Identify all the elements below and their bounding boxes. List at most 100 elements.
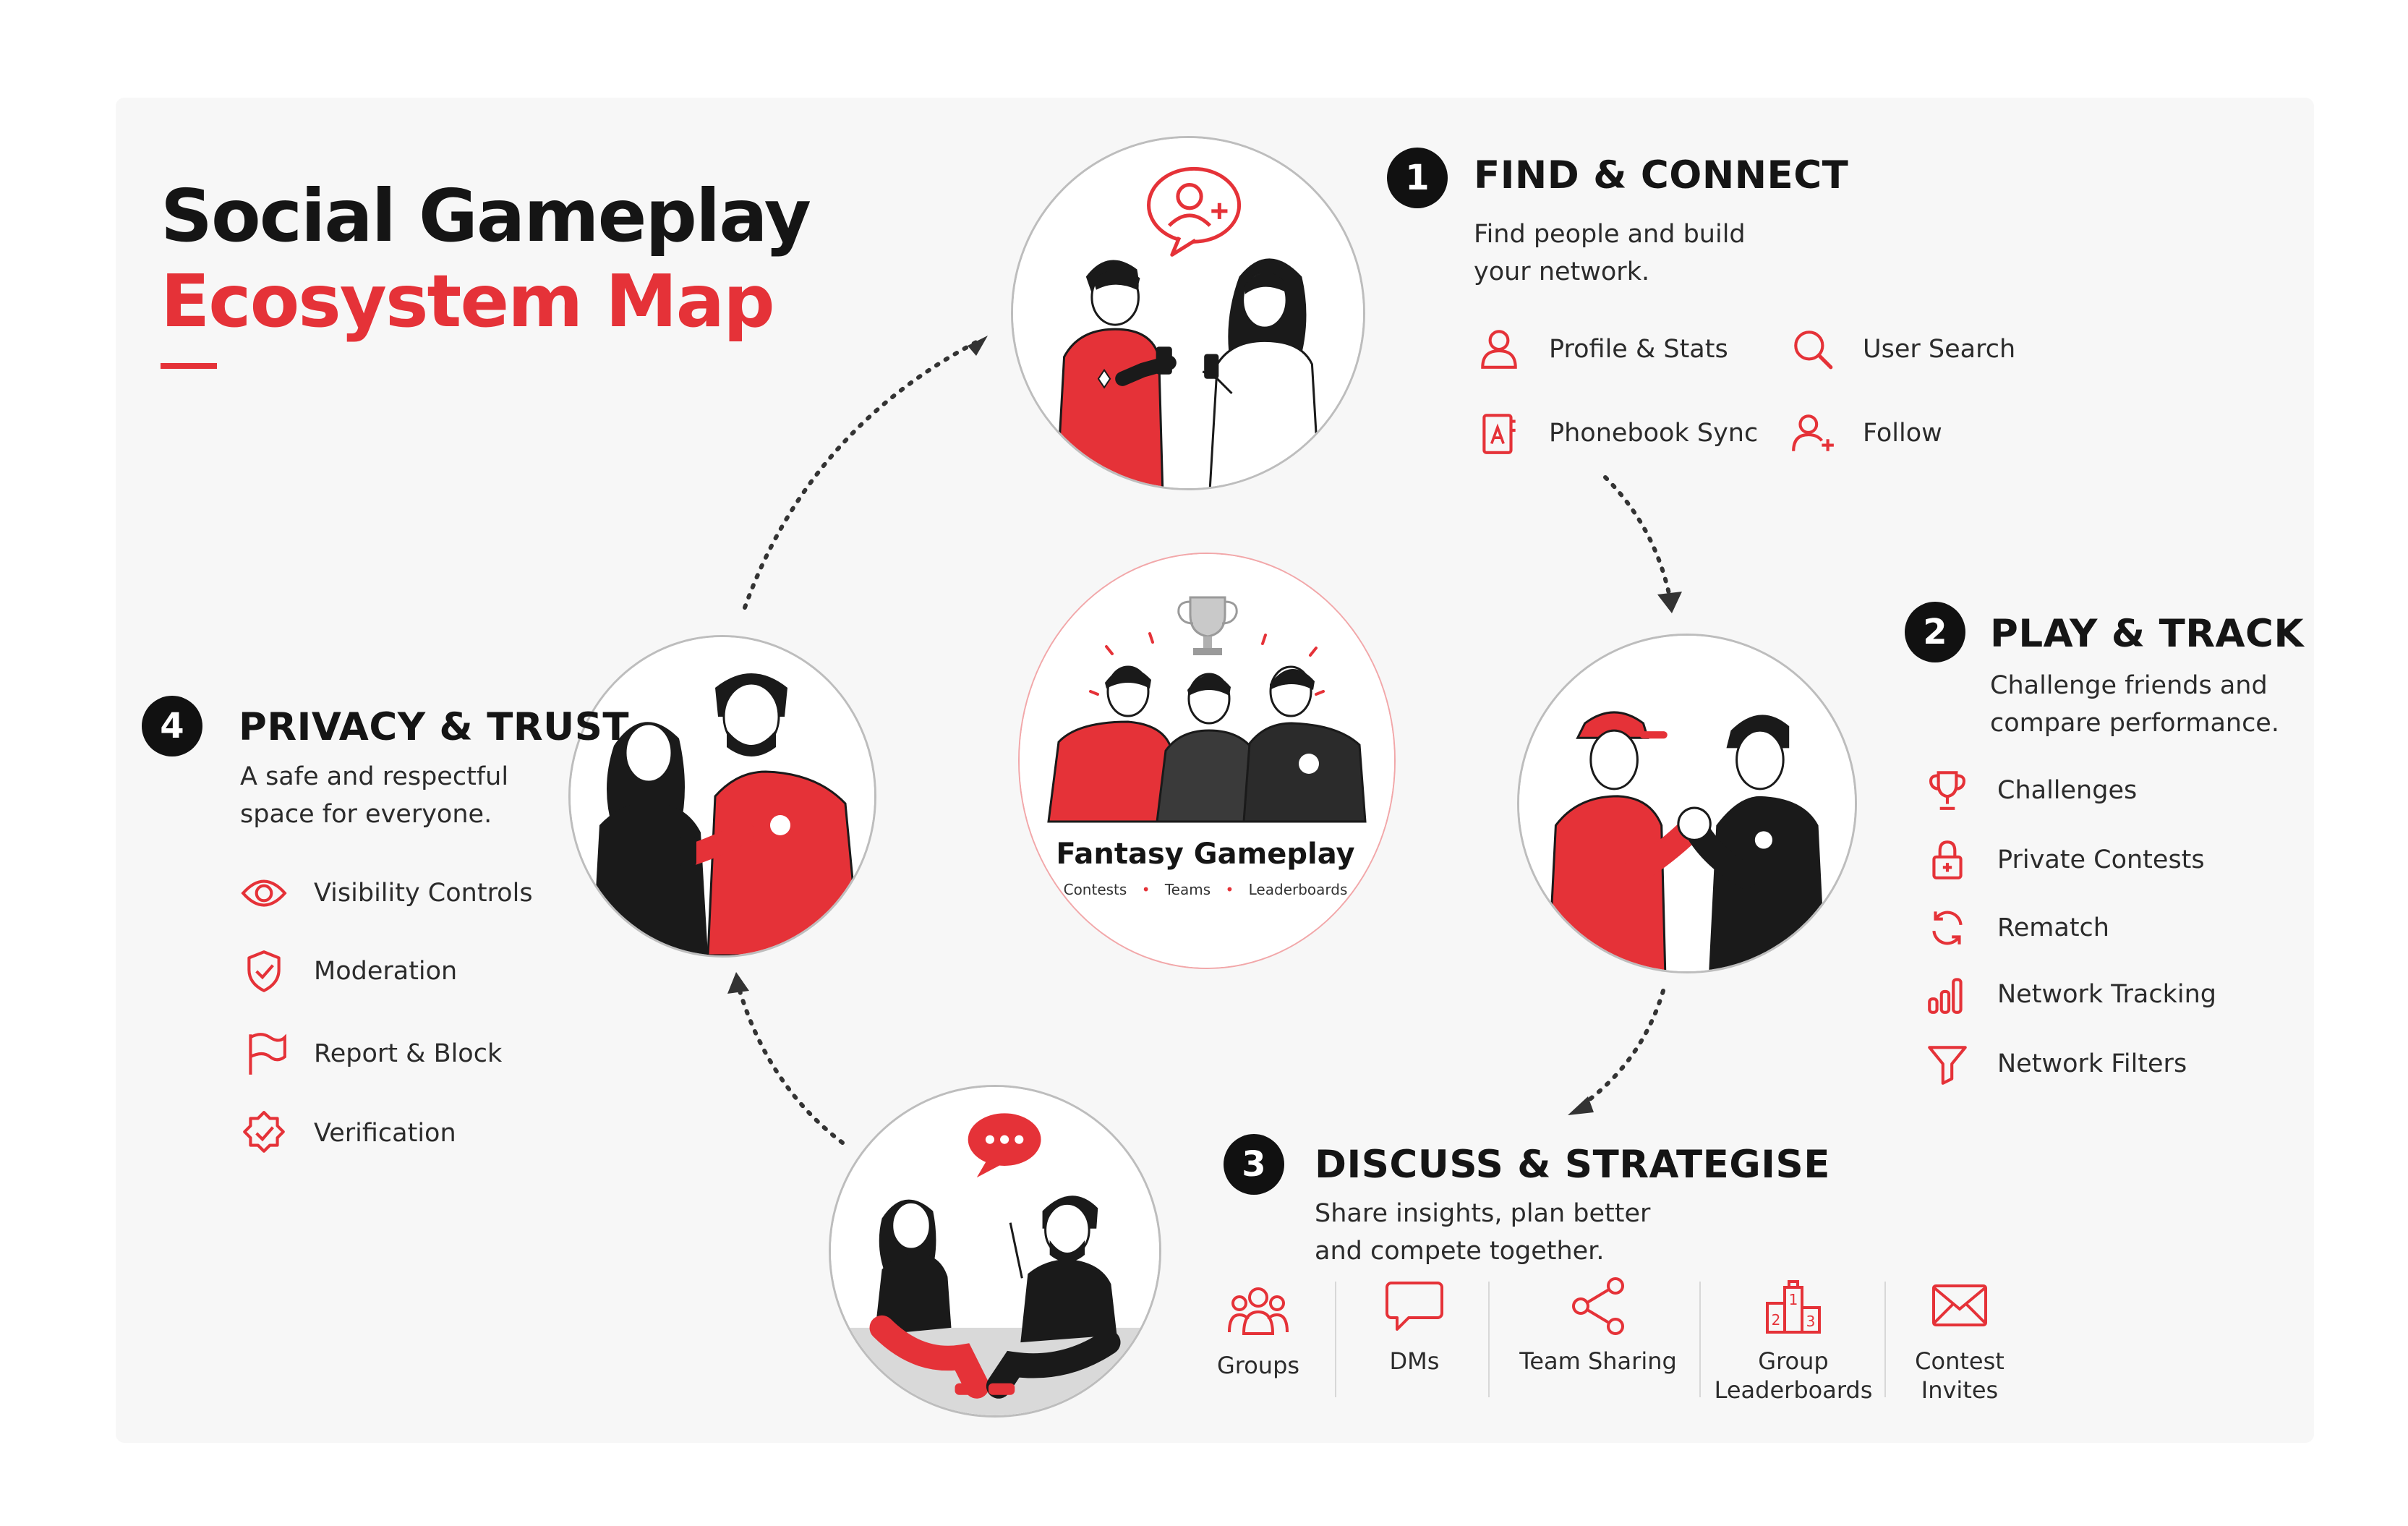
feature-label: Network Tracking — [1997, 980, 2216, 1009]
illustration-play-track — [1517, 634, 1857, 973]
title-line-1: Social Gameplay — [161, 174, 811, 258]
trophy-icon — [1924, 767, 1971, 814]
section-4-desc-line-2: space for everyone. — [240, 800, 492, 829]
section-3-description: Share insights, plan better and compete … — [1315, 1195, 1650, 1270]
player-middle — [1156, 673, 1263, 823]
filter-icon — [1924, 1040, 1971, 1088]
feature-dms[interactable]: DMs — [1357, 1276, 1472, 1376]
section-1-desc-line-1: Find people and build — [1474, 220, 1746, 249]
feature-moderation[interactable]: Moderation — [240, 947, 457, 995]
center-label: Fantasy Gameplay Contests • Teams • Lead… — [1041, 837, 1370, 898]
feature-challenges[interactable]: Challenges — [1924, 767, 2137, 814]
feature-follow[interactable]: Follow — [1789, 409, 1942, 457]
man-sitting — [986, 1195, 1121, 1399]
feature-label: Follow — [1863, 419, 1942, 448]
title-underline — [161, 363, 217, 369]
step-number-3: 3 — [1224, 1134, 1284, 1195]
feature-label-line-2: Invites — [1921, 1376, 1999, 1404]
feature-private-contests[interactable]: Private Contests — [1924, 836, 2205, 884]
title-line-2: Ecosystem Map — [161, 259, 775, 344]
man-figure — [1055, 260, 1177, 488]
section-4-desc-line-1: A safe and respectful — [240, 762, 509, 791]
step-number-2: 2 — [1905, 602, 1965, 662]
section-2-desc-line-2: compare performance. — [1990, 709, 2279, 738]
feature-groups[interactable]: Groups — [1200, 1280, 1316, 1380]
feature-visibility-controls[interactable]: Visibility Controls — [240, 869, 533, 917]
divider — [1884, 1282, 1886, 1397]
section-2-description: Challenge friends and compare performanc… — [1990, 667, 2279, 742]
page-title: Social Gameplay Ecosystem Map — [161, 174, 811, 344]
center-subtitle-contests: Contests — [1063, 881, 1127, 898]
illustration-privacy-trust — [568, 635, 876, 958]
user-plus-bubble-icon — [1147, 166, 1242, 257]
eye-icon — [240, 869, 288, 917]
center-fantasy-gameplay — [1018, 553, 1396, 969]
feature-phonebook-sync[interactable]: Phonebook Sync — [1475, 409, 1758, 457]
search-icon — [1789, 325, 1837, 373]
phonebook-icon — [1475, 409, 1523, 457]
feature-report-block[interactable]: Report & Block — [240, 1030, 502, 1078]
feature-label-line-2: Leaderboards — [1714, 1376, 1873, 1404]
arrowhead-2-to-3 — [1568, 1096, 1594, 1115]
podium-digit: 2 — [1772, 1311, 1781, 1329]
feature-team-sharing[interactable]: Team Sharing — [1511, 1276, 1685, 1376]
flag-icon — [240, 1030, 288, 1078]
feature-label: Rematch — [1997, 913, 2109, 942]
feature-label: Contest — [1915, 1347, 2004, 1375]
player-right — [1242, 665, 1367, 823]
feature-label: Verification — [314, 1119, 456, 1148]
lock-icon — [1924, 836, 1971, 884]
feature-label: Challenges — [1997, 776, 2138, 805]
arrow-3-to-4 — [735, 981, 845, 1145]
arrowhead-3-to-4 — [727, 972, 749, 994]
woman-figure — [1202, 258, 1321, 488]
arrowhead-4-to-1 — [968, 336, 988, 356]
arrow-4-to-1 — [743, 336, 986, 610]
podium-digit: 3 — [1806, 1313, 1816, 1330]
man-red-shirt — [679, 673, 861, 955]
feature-label: Team Sharing — [1519, 1347, 1677, 1375]
feature-label: Moderation — [314, 957, 458, 986]
section-3-desc-line-2: and compete together. — [1315, 1237, 1605, 1266]
divider — [1488, 1282, 1490, 1397]
section-1-description: Find people and build your network. — [1474, 216, 1746, 291]
section-2-title: PLAY & TRACK — [1990, 612, 2305, 656]
shield-check-icon — [240, 947, 288, 995]
step-number-1: 1 — [1387, 148, 1448, 208]
feature-profile-stats[interactable]: Profile & Stats — [1475, 325, 1728, 373]
center-subtitle-teams: Teams — [1164, 881, 1211, 898]
section-4-title: PRIVACY & TRUST — [239, 705, 630, 749]
feature-network-tracking[interactable]: Network Tracking — [1924, 971, 2216, 1018]
trophy-icon — [1177, 596, 1238, 655]
step-number-4: 4 — [142, 696, 202, 756]
feature-network-filters[interactable]: Network Filters — [1924, 1040, 2187, 1088]
man-red-cap — [1547, 711, 1707, 971]
section-3-desc-line-1: Share insights, plan better — [1315, 1199, 1651, 1228]
section-1-desc-line-2: your network. — [1474, 257, 1650, 286]
feature-contest-invites[interactable]: Contest Invites — [1902, 1276, 2018, 1404]
feature-verification[interactable]: Verification — [240, 1109, 456, 1157]
illustration-find-connect — [1011, 136, 1365, 490]
verified-badge-icon — [240, 1109, 288, 1157]
divider — [1335, 1282, 1336, 1397]
user-icon — [1475, 325, 1523, 373]
center-title: Fantasy Gameplay — [1056, 837, 1355, 871]
feature-rematch[interactable]: Rematch — [1924, 904, 2109, 952]
arrowhead-1-to-2 — [1657, 592, 1682, 613]
center-subtitle: Contests • Teams • Leaderboards — [1063, 881, 1348, 898]
feature-user-search[interactable]: User Search — [1789, 325, 2015, 373]
feature-label: Groups — [1216, 1352, 1300, 1379]
center-subtitle-leaderboards: Leaderboards — [1248, 881, 1348, 898]
feature-label: Visibility Controls — [314, 879, 533, 908]
podium-digit: 1 — [1789, 1291, 1798, 1308]
feature-label: Group — [1758, 1347, 1829, 1375]
feature-label: User Search — [1863, 335, 2016, 364]
divider — [1699, 1282, 1701, 1397]
chat-icon — [1378, 1276, 1451, 1337]
feature-label: Private Contests — [1997, 845, 2205, 874]
player-left — [1047, 665, 1176, 823]
woman-sitting — [869, 1199, 989, 1399]
section-1-title: FIND & CONNECT — [1474, 153, 1849, 197]
